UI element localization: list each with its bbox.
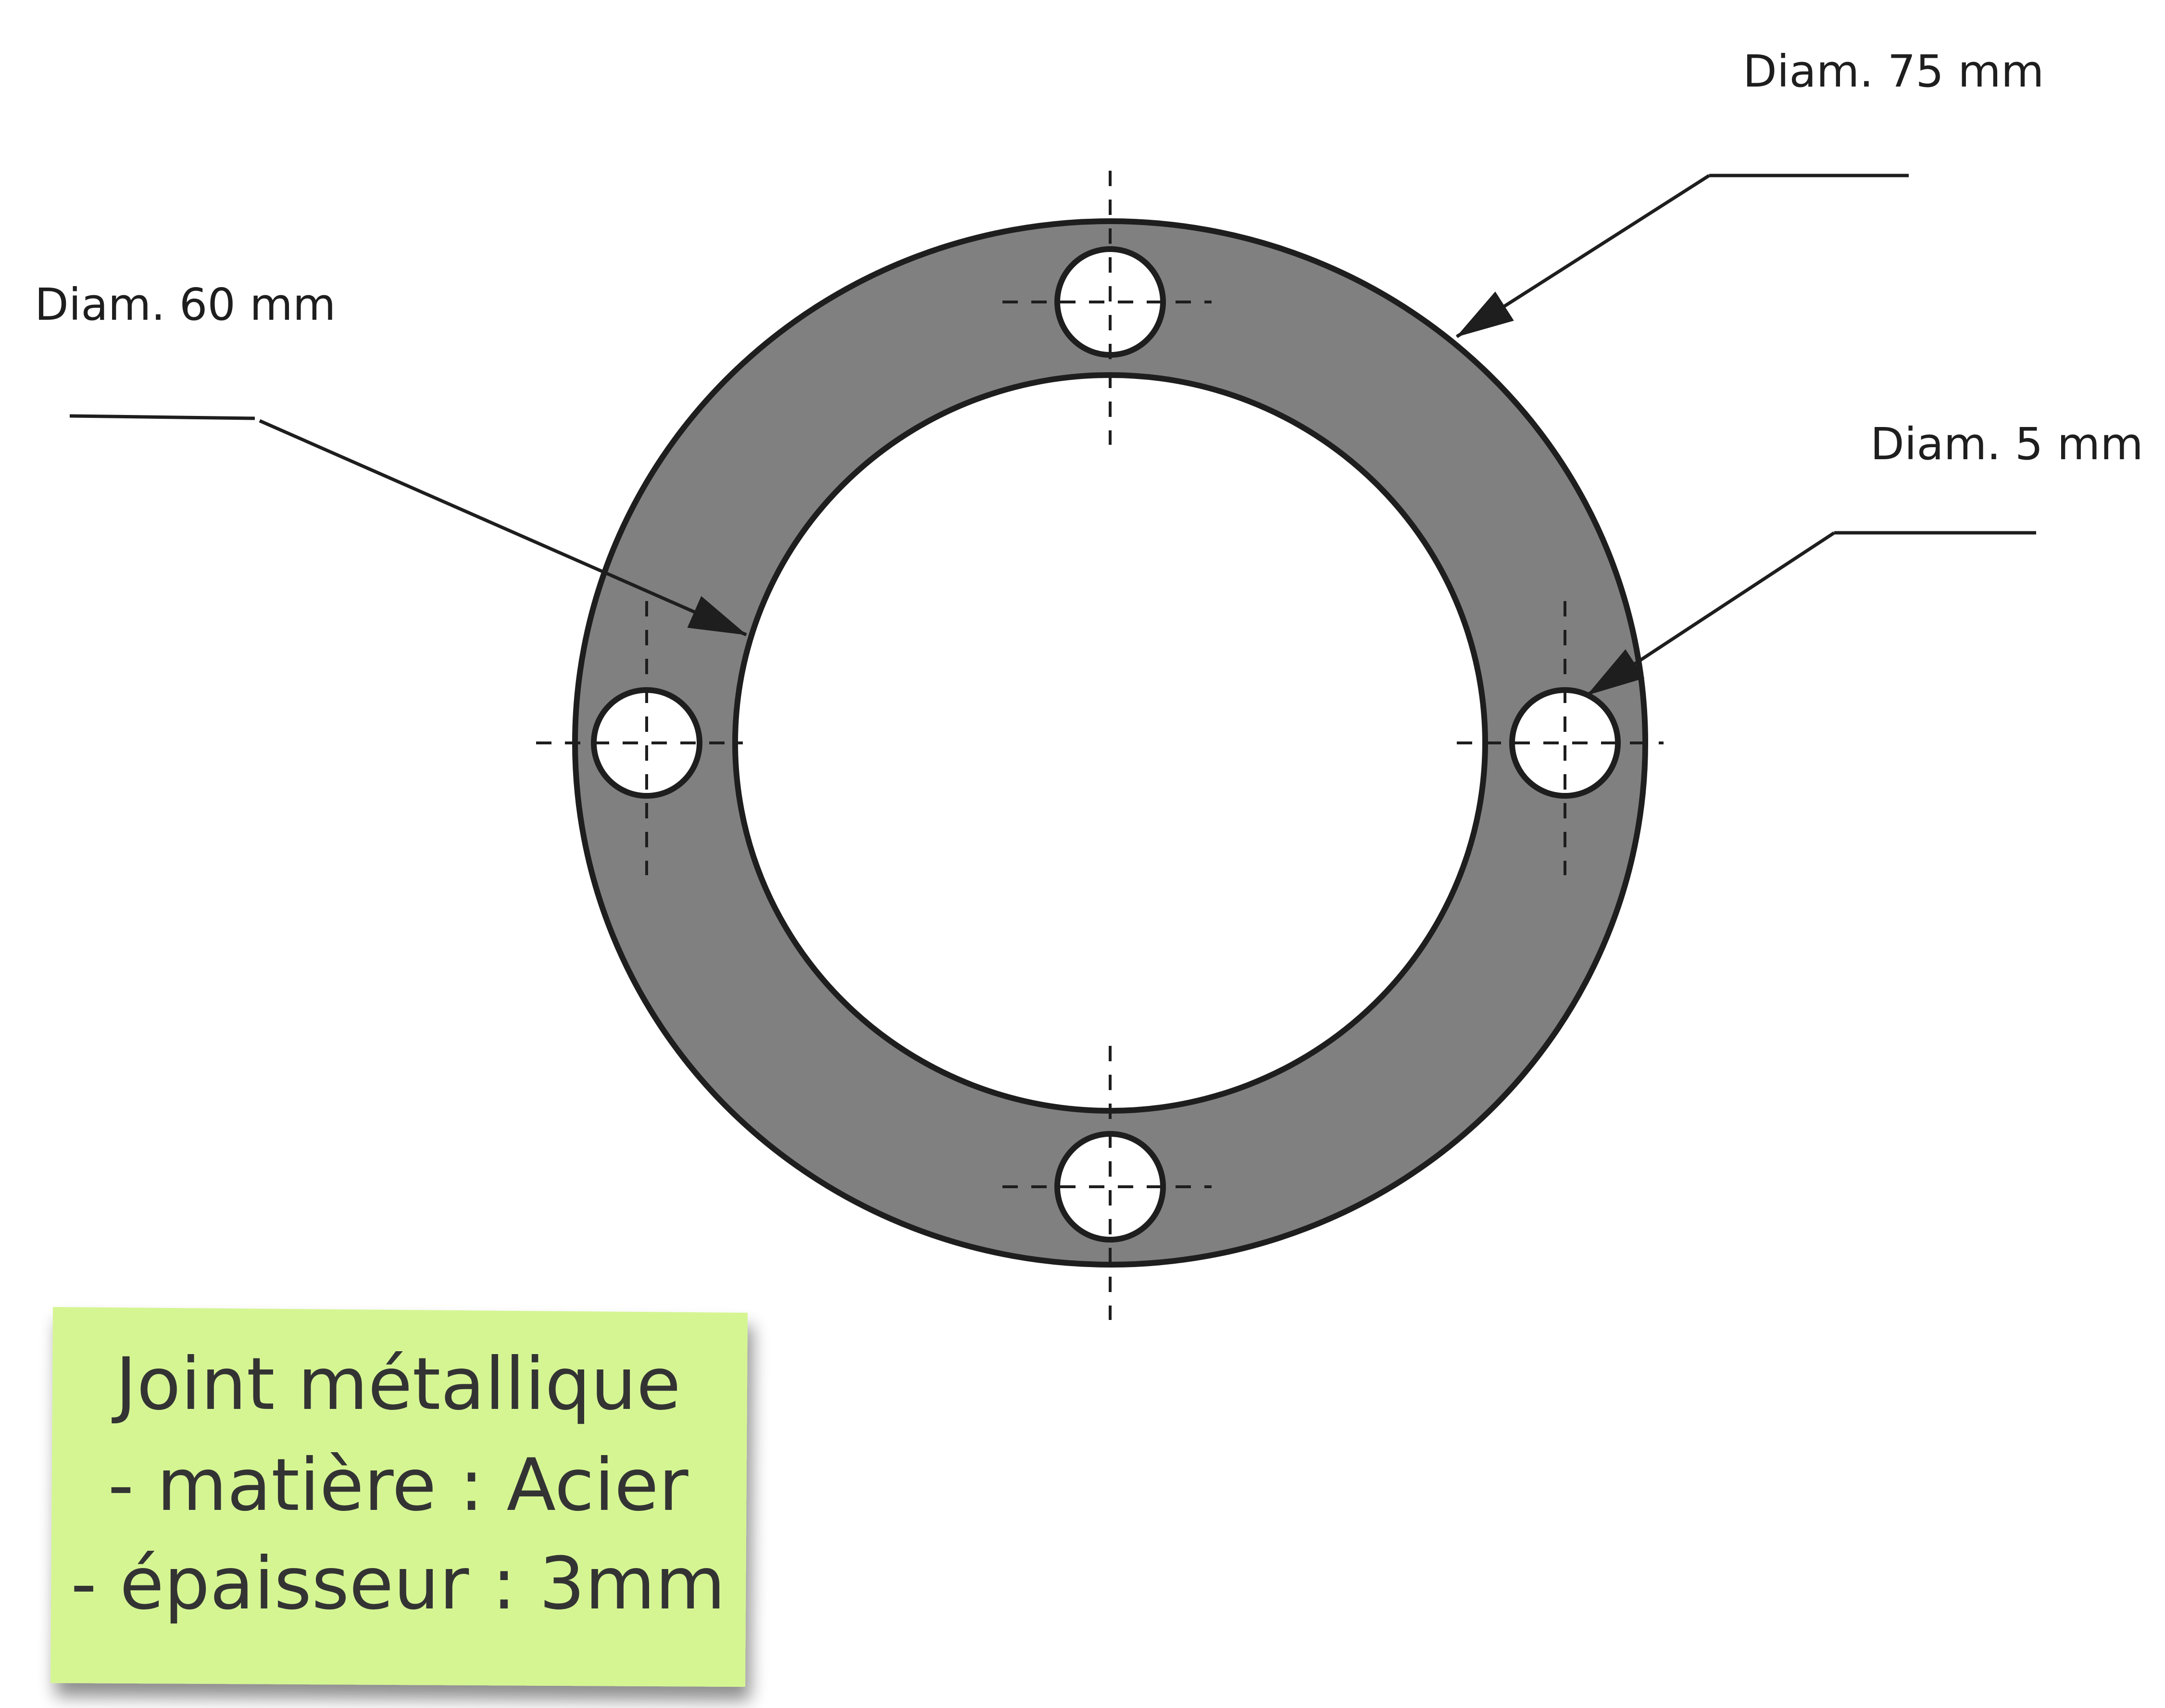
leader-inner xyxy=(69,414,747,637)
note-thickness: - épaisseur : 3mm xyxy=(71,1542,726,1626)
leader-outer xyxy=(1456,174,1909,338)
leader-hole xyxy=(1587,531,2036,696)
note-material: - matière : Acier xyxy=(108,1444,688,1527)
note-title: Joint métallique xyxy=(112,1343,681,1426)
inner-diameter-label: Diam. 60 mm xyxy=(35,279,336,330)
sticky-note xyxy=(50,1307,748,1687)
center-lines xyxy=(536,171,1664,1320)
hole-diameter-label: Diam. 5 mm xyxy=(1870,418,2143,470)
sticky-note-paper xyxy=(50,1307,748,1687)
outer-diameter-label: Diam. 75 mm xyxy=(1743,46,2044,97)
